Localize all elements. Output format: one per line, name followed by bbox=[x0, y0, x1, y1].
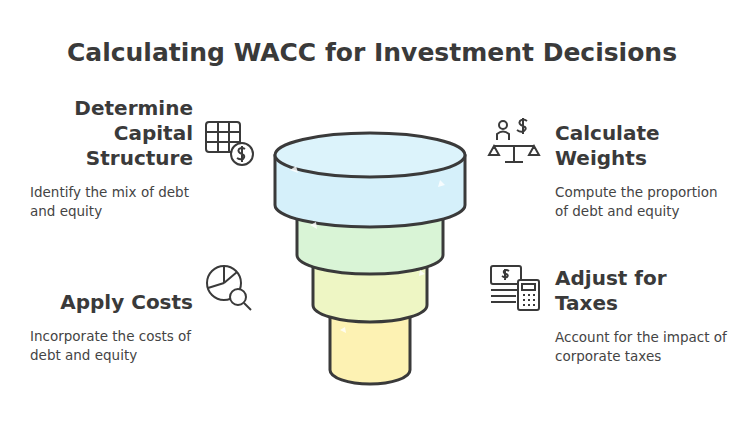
diagram-title: Calculating WACC for Investment Decision… bbox=[0, 38, 744, 67]
balance-icon bbox=[489, 118, 539, 162]
pie-magnifier-icon bbox=[207, 266, 251, 310]
step-heading: Apply Costs bbox=[43, 290, 193, 315]
money-calculator-icon bbox=[491, 266, 539, 310]
step-heading: Calculate Weights bbox=[555, 121, 705, 171]
step-description: Incorporate the costs of debt and equity bbox=[30, 327, 193, 365]
step-description: Account for the impact of corporate taxe… bbox=[555, 328, 730, 366]
step-heading: Determine Capital Structure bbox=[43, 96, 193, 171]
step-description: Compute the proportion of debt and equit… bbox=[555, 183, 730, 221]
step-heading: Adjust for Taxes bbox=[555, 266, 705, 316]
step-description: Identify the mix of debt and equity bbox=[30, 183, 193, 221]
table-icon bbox=[206, 122, 253, 165]
